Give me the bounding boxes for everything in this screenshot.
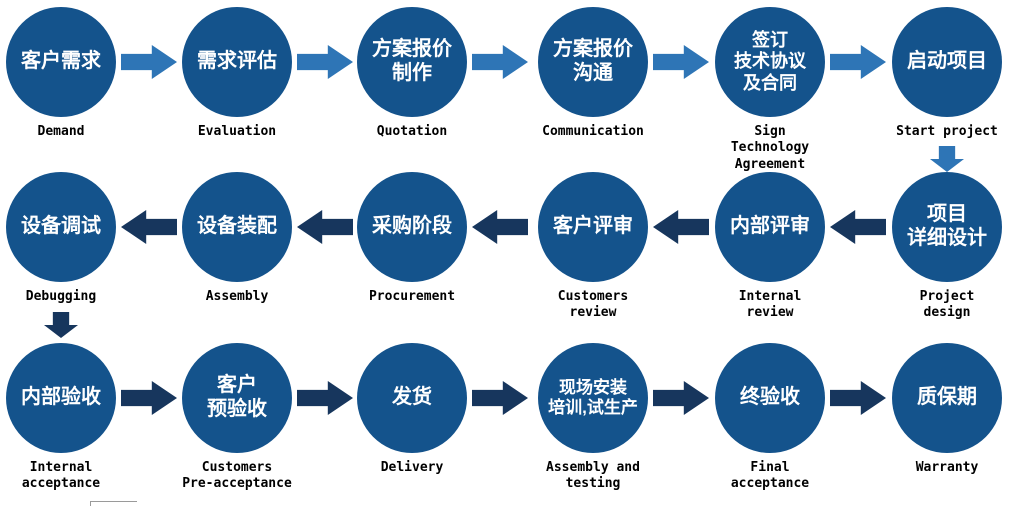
step-evaluation-label: Evaluation [197, 124, 277, 139]
step-quotation-label: Quotation [376, 124, 448, 139]
step-start-project-circle: 启动项目 [892, 7, 1002, 117]
arrow-down-icon [930, 146, 964, 172]
step-start-project: 启动项目 Start project [872, 7, 1022, 140]
step-final-acceptance-label: Final acceptance [730, 460, 810, 492]
step-delivery-circle: 发货 [357, 343, 467, 453]
step-procurement-circle: 采购阶段 [357, 172, 467, 282]
step-assembly-and-testing-circle: 现场安装 培训,试生产 [538, 343, 648, 453]
step-delivery-label: Delivery [380, 460, 444, 475]
step-assembly-and-testing-label: Assembly and testing [546, 460, 640, 492]
step-project-design-label: Project design [919, 289, 975, 321]
step-demand: 客户需求 Demand [0, 7, 136, 140]
step-customers-review-circle: 客户评审 [538, 172, 648, 282]
step-debugging: 设备调试 Debugging [0, 172, 136, 305]
step-communication-circle: 方案报价 沟通 [538, 7, 648, 117]
step-evaluation-circle: 需求评估 [182, 7, 292, 117]
step-warranty-label: Warranty [915, 460, 979, 475]
step-evaluation: 需求评估 Evaluation [162, 7, 312, 140]
step-sign-technology-agreement-circle: 签订 技术协议 及合同 [715, 7, 825, 117]
step-delivery: 发货 Delivery [337, 343, 487, 476]
step-final-acceptance: 终验收 Final acceptance [695, 343, 845, 493]
step-quotation-circle: 方案报价 制作 [357, 7, 467, 117]
step-customers-pre-acceptance-label: Customers Pre-acceptance [182, 460, 292, 492]
step-internal-review-circle: 内部评审 [715, 172, 825, 282]
step-assembly-and-testing: 现场安装 培训,试生产 Assembly and testing [518, 343, 668, 493]
step-start-project-label: Start project [896, 124, 998, 139]
step-sign-technology-agreement: 签订 技术协议 及合同 Sign Technology Agreement [695, 7, 845, 173]
step-customers-review-label: Customers review [557, 289, 629, 321]
step-sign-technology-agreement-label: Sign Technology Agreement [730, 124, 810, 172]
step-internal-acceptance-label: Internal acceptance [21, 460, 101, 492]
step-communication: 方案报价 沟通 Communication [518, 7, 668, 140]
step-debugging-circle: 设备调试 [6, 172, 116, 282]
step-warranty: 质保期 Warranty [872, 343, 1022, 476]
step-customers-pre-acceptance-circle: 客户 预验收 [182, 343, 292, 453]
step-communication-label: Communication [542, 124, 644, 139]
step-project-design: 项目 详细设计 Project design [872, 172, 1022, 322]
arrow-down-icon [44, 312, 78, 338]
step-procurement-label: Procurement [368, 289, 456, 304]
step-warranty-circle: 质保期 [892, 343, 1002, 453]
step-final-acceptance-circle: 终验收 [715, 343, 825, 453]
step-customers-pre-acceptance: 客户 预验收 Customers Pre-acceptance [162, 343, 312, 493]
step-procurement: 采购阶段 Procurement [337, 172, 487, 305]
step-debugging-label: Debugging [25, 289, 97, 304]
step-demand-label: Demand [37, 124, 85, 139]
step-quotation: 方案报价 制作 Quotation [337, 7, 487, 140]
step-assembly-circle: 设备装配 [182, 172, 292, 282]
step-customers-review: 客户评审 Customers review [518, 172, 668, 322]
step-internal-acceptance: 内部验收 Internal acceptance [0, 343, 136, 493]
step-internal-acceptance-circle: 内部验收 [6, 343, 116, 453]
step-project-design-circle: 项目 详细设计 [892, 172, 1002, 282]
step-demand-circle: 客户需求 [6, 7, 116, 117]
step-assembly-label: Assembly [205, 289, 269, 304]
step-internal-review: 内部评审 Internal review [695, 172, 845, 322]
table-edge-artifact [90, 501, 137, 506]
step-internal-review-label: Internal review [738, 289, 802, 321]
step-assembly: 设备装配 Assembly [162, 172, 312, 305]
